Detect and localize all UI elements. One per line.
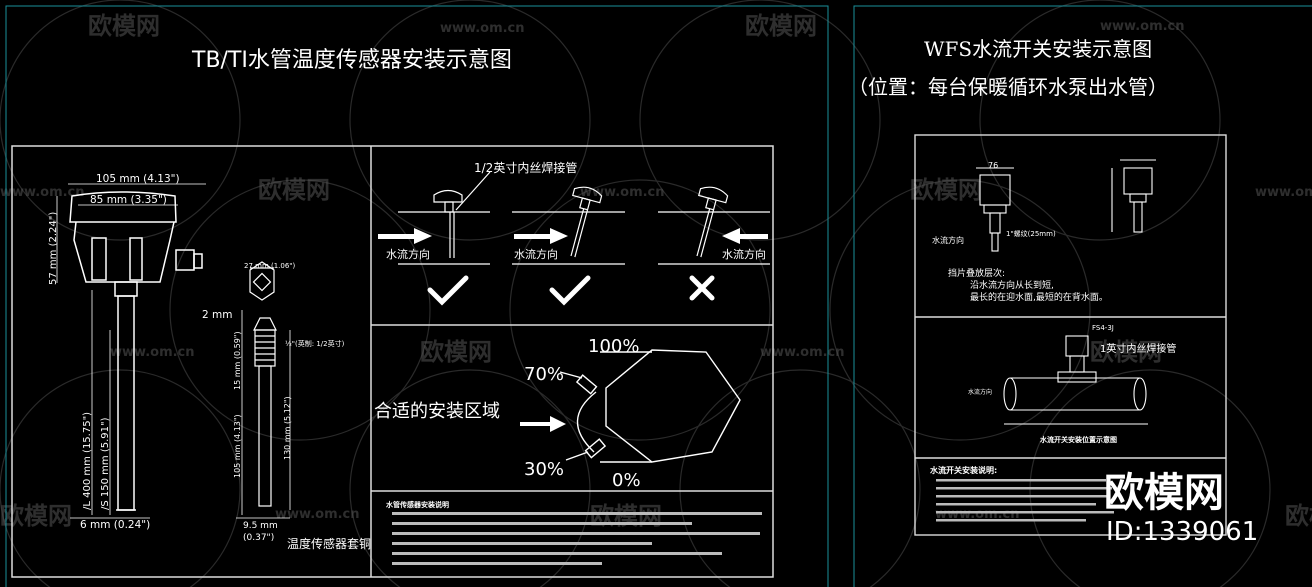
left-sheet-title: TB/TI水管温度传感器安装示意图 <box>191 48 512 73</box>
om-id: ID:1339061 <box>1106 517 1258 547</box>
right-sheet-title: WFS水流开关安装示意图 <box>924 37 1152 61</box>
blade-title: 挡片叠放层次: <box>948 267 1005 279</box>
blade-line-1: 沿水流方向从长到短, <box>970 279 1054 291</box>
flow-arrows <box>378 228 768 244</box>
watermark-brand: 欧模网 <box>88 12 160 40</box>
zone-label: 合适的安装区域 <box>374 401 500 422</box>
right-drawing-border <box>914 134 1227 536</box>
right-sheet-subtitle: （位置：每台保暖循环水泵出水管） <box>848 75 1168 99</box>
dim-57mm: 57 mm (2.24") <box>48 212 59 285</box>
om-logo: 欧模网 <box>1104 470 1224 516</box>
dim-9-5mm: 9.5 mm <box>243 521 278 531</box>
install-zone-diagram <box>559 349 741 463</box>
left-drawing-border <box>11 145 774 578</box>
dim-105mm: 105 mm (4.13") <box>96 173 180 185</box>
flow-label-1: 水流方向 <box>386 247 430 261</box>
watermark-site: www.om.cn <box>935 507 1020 522</box>
model-label: FS4-3J <box>1092 324 1114 332</box>
watermark-site: www.om.cn <box>1255 185 1312 200</box>
watermark-site: www.om.cn <box>580 185 665 200</box>
dim-2mm: 2 mm <box>202 309 232 321</box>
install-orientation-diagram <box>398 171 770 265</box>
watermark-brand: 欧模网 <box>590 502 662 530</box>
check-mark-icons <box>427 275 591 306</box>
flow-switch-pipe-view <box>1003 335 1148 425</box>
flow-label-2: 水流方向 <box>514 247 558 261</box>
sensor-hex-top-view <box>249 261 275 301</box>
watermark-site: www.om.cn <box>110 345 195 360</box>
dim-6mm: 6 mm (0.24") <box>80 519 150 531</box>
left-sheet-frame <box>5 5 829 587</box>
watermark-site: www.om.cn <box>275 507 360 522</box>
sensor-notes-lines <box>392 512 762 565</box>
sensor-sleeve-side-view <box>253 317 277 507</box>
dim-thread-25mm: 1"螺纹(25mm) <box>1006 229 1056 238</box>
sensor-notes-title: 水管传感器安装说明 <box>386 500 449 509</box>
dim-130mm: 130 mm (5.12") <box>283 396 292 460</box>
dim-9-5mm-inch: (0.37") <box>243 533 274 543</box>
right-sheet-frame <box>853 5 1312 587</box>
watermark-circles <box>0 0 1271 587</box>
dim-15mm: 15 mm (0.59") <box>233 331 242 390</box>
dim-thread: ½"(英制: 1/2英寸) <box>285 339 345 348</box>
flow-switch-side-view <box>1111 159 1156 233</box>
zone-100-percent: 100% <box>588 336 639 357</box>
watermark-brand: 欧模网 <box>910 176 982 204</box>
sleeve-label: 温度传感器套铜 <box>287 536 371 551</box>
zone-30-percent: 30% <box>524 459 564 480</box>
zone-arrow <box>520 416 566 432</box>
watermark-site: www.om.cn <box>440 21 525 36</box>
watermark-brand: 欧模网 <box>420 338 492 366</box>
flow-direction-label-2: 水流方向 <box>968 388 992 396</box>
flow-label-3: 水流方向 <box>722 247 766 261</box>
zone-0-percent: 0% <box>612 470 641 491</box>
dim-27mm: 27 mm (1.06") <box>244 262 296 270</box>
watermark-brand: 欧模网 <box>0 502 72 530</box>
pipe-caption: 水流开关安装位置示意图 <box>1040 435 1117 444</box>
watermark-site: www.om.cn <box>1100 19 1185 34</box>
watermark-brand: 欧模网 <box>745 12 817 40</box>
pipe-label-right: 1英寸内丝焊接管 <box>1100 342 1176 355</box>
blade-line-2: 最长的在迎水面,最短的在背水面。 <box>970 291 1108 303</box>
dim-76: 76 <box>988 161 998 170</box>
watermark-site: www.om.cn <box>0 185 85 200</box>
zone-70-percent: 70% <box>524 364 564 385</box>
flow-direction-label: 水流方向 <box>932 235 964 245</box>
watermarks: 欧模网 www.om.cn 欧模网 www.om.cn www.om.cn 欧模… <box>0 12 1312 530</box>
flow-switch-front-view <box>976 167 1014 252</box>
watermark-brand: 欧模网 <box>258 176 330 204</box>
dim-105mm-sleeve: 105 mm (4.13") <box>233 414 242 478</box>
pipe-label: 1/2英寸内丝焊接管 <box>474 160 577 175</box>
cross-mark-icon <box>689 275 715 301</box>
dim-400mm: /L 400 mm (15.75") <box>82 412 93 510</box>
dim-150mm: /S 150 mm (5.91") <box>100 417 111 510</box>
switch-notes-lines <box>936 479 1114 522</box>
watermark-site: www.om.cn <box>760 345 845 360</box>
dim-85mm: 85 mm (3.35") <box>90 194 167 206</box>
watermark-brand: 欧模网 <box>1090 338 1162 366</box>
watermark-brand: 欧模网 <box>1285 502 1312 530</box>
switch-notes-title: 水流开关安装说明: <box>929 465 997 475</box>
